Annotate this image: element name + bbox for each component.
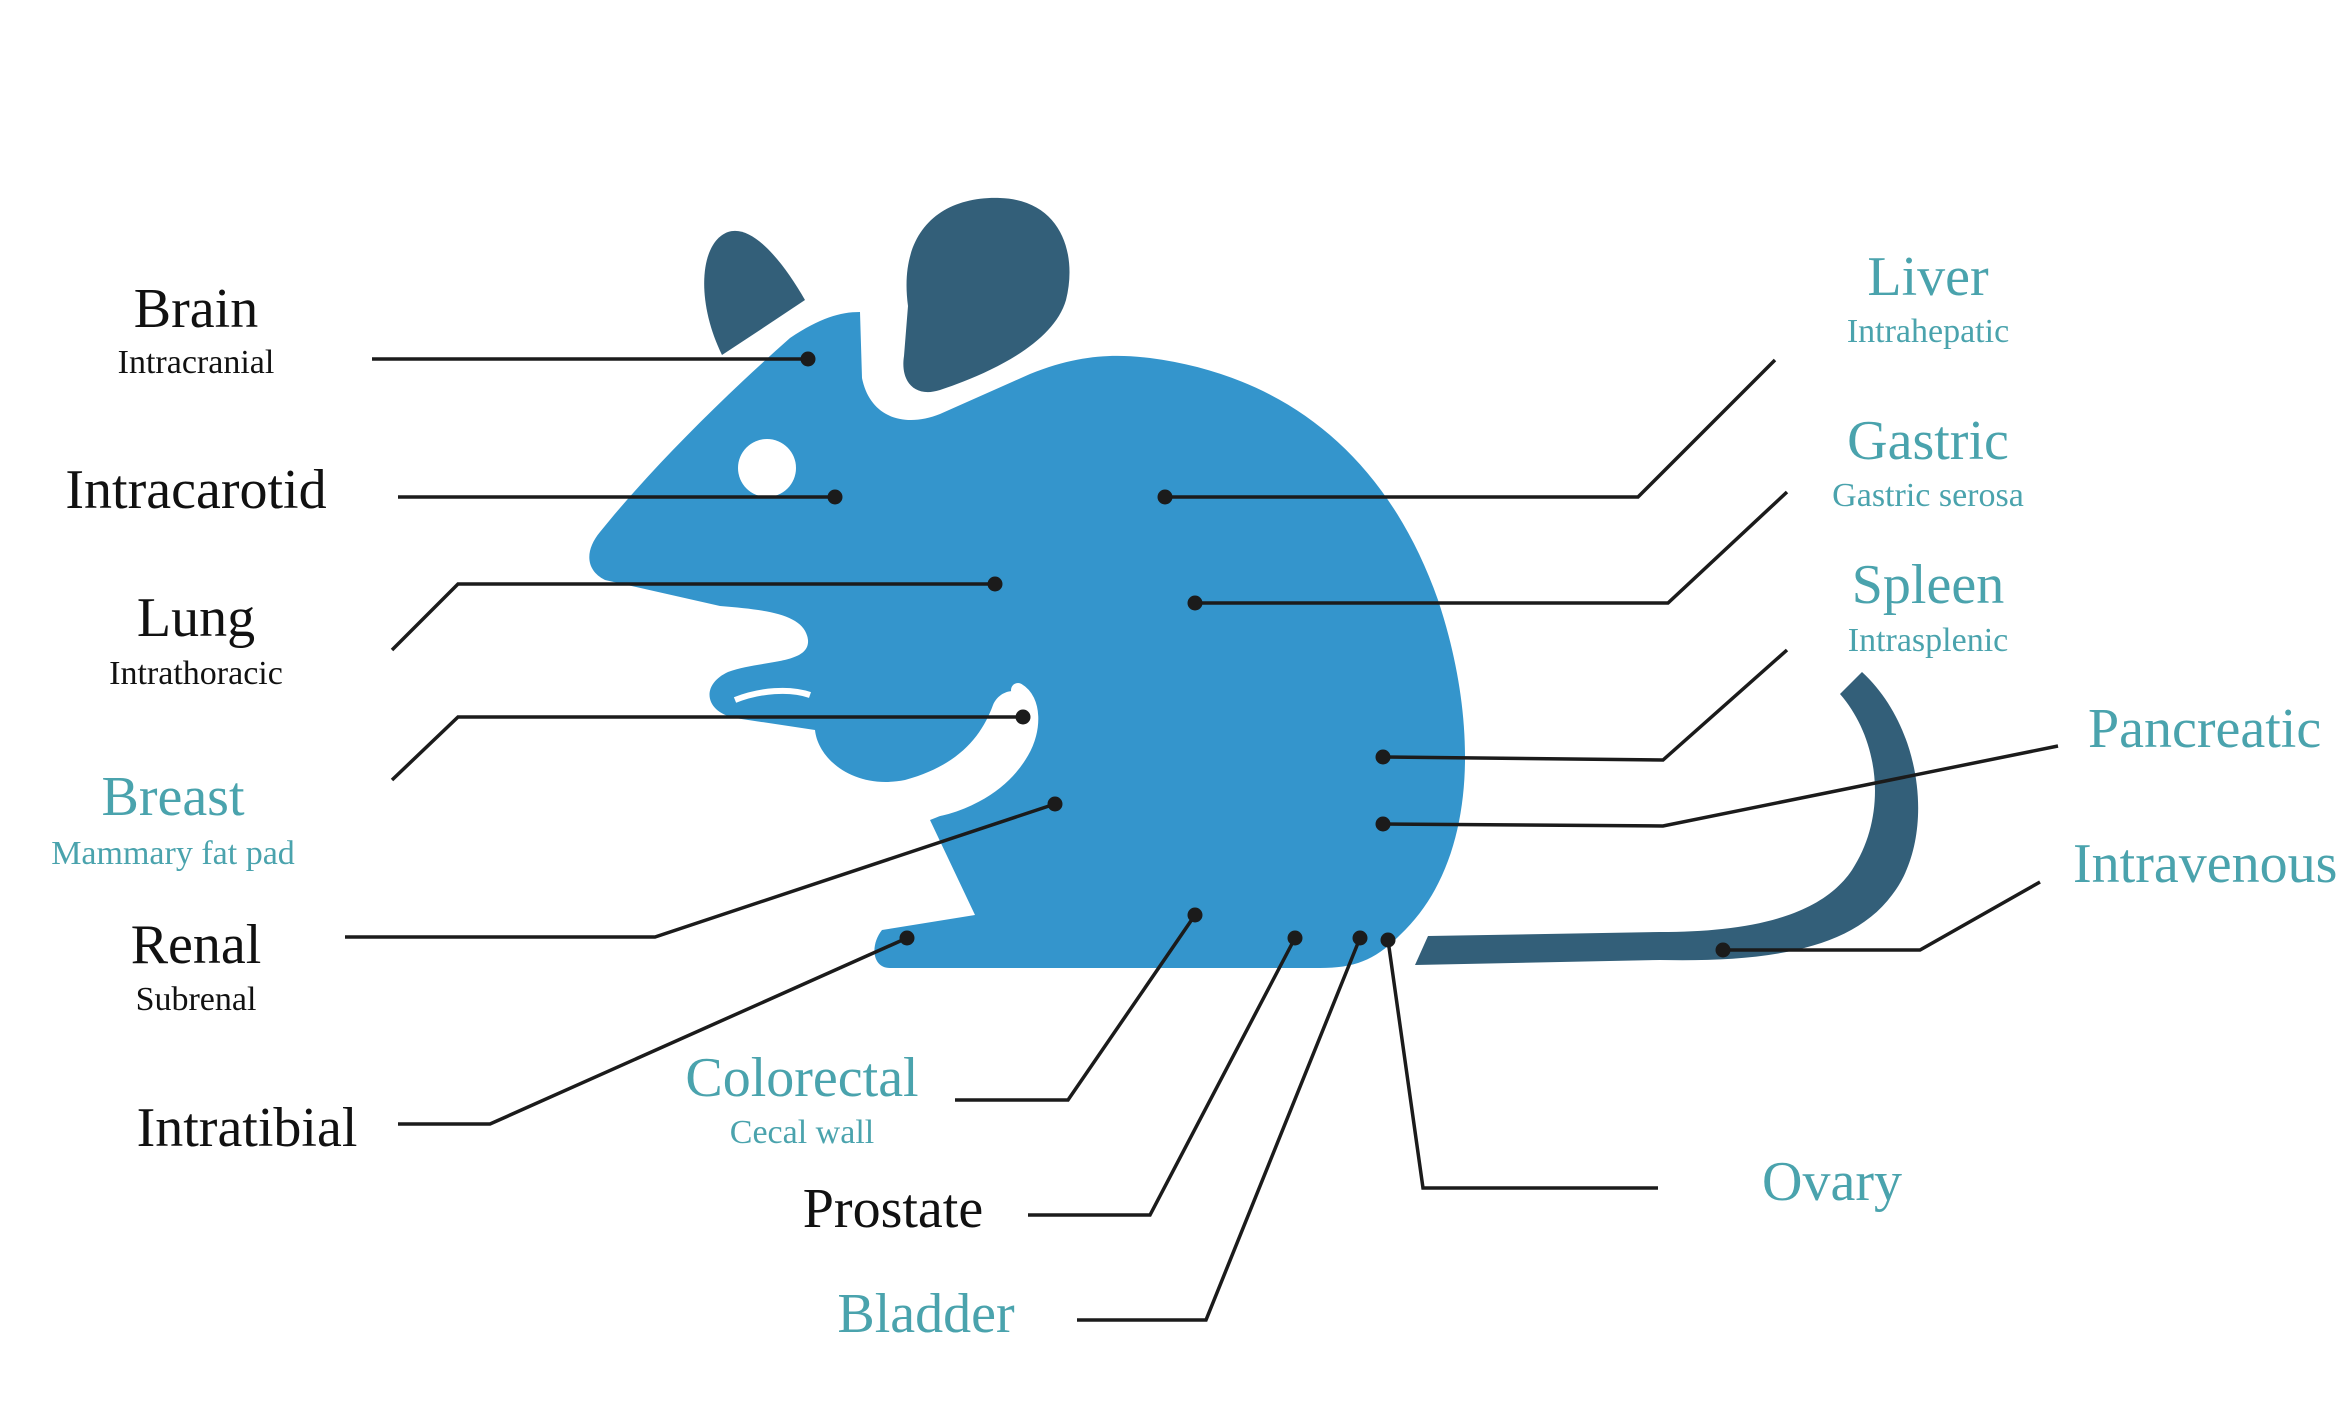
mouse-paw-outline bbox=[911, 683, 1039, 819]
leader-lines bbox=[345, 357, 2059, 1322]
leader-colorectal bbox=[955, 914, 1197, 1102]
mouse-ear-large bbox=[903, 197, 1070, 393]
leader-pancreatic bbox=[1382, 744, 2059, 828]
labels-left: Brain Intracranial Intracarotid Lung Int… bbox=[51, 278, 357, 1159]
label-bladder-title: Bladder bbox=[837, 1283, 1015, 1345]
leader-prostate bbox=[1028, 937, 1297, 1217]
label-lung-sub: Intrathoracic bbox=[109, 655, 283, 692]
leader-ovary bbox=[1386, 939, 1658, 1190]
label-liver-title: Liver bbox=[1867, 246, 1989, 308]
site-dot-intravenous bbox=[1715, 942, 1731, 958]
mouse-illustration bbox=[589, 177, 1919, 968]
label-brain-sub: Intracranial bbox=[118, 344, 275, 381]
label-brain-title: Brain bbox=[134, 278, 258, 340]
site-dot-breast bbox=[1015, 709, 1031, 725]
site-dot-ovary bbox=[1380, 932, 1396, 948]
label-intratibial-title: Intratibial bbox=[137, 1097, 358, 1159]
label-renal-sub: Subrenal bbox=[136, 981, 257, 1018]
site-dot-spleen bbox=[1375, 749, 1391, 765]
label-liver-sub: Intrahepatic bbox=[1847, 313, 2009, 350]
site-dot-lung bbox=[987, 576, 1003, 592]
label-spleen-title: Spleen bbox=[1852, 554, 2004, 616]
label-colorectal-sub: Cecal wall bbox=[730, 1114, 874, 1151]
injection-site-dots bbox=[800, 351, 1731, 958]
label-intravenous-title: Intravenous bbox=[2073, 833, 2337, 895]
label-prostate-title: Prostate bbox=[803, 1178, 983, 1240]
site-dot-bladder bbox=[1352, 930, 1368, 946]
label-gastric-title: Gastric bbox=[1847, 410, 2009, 472]
label-breast-title: Breast bbox=[101, 766, 245, 828]
mouse-tail bbox=[1415, 672, 1919, 965]
label-gastric-sub: Gastric serosa bbox=[1832, 477, 2024, 514]
site-dot-intracarotid bbox=[827, 489, 843, 505]
site-dot-gastric bbox=[1187, 595, 1203, 611]
site-dot-intratibial bbox=[899, 930, 915, 946]
label-lung-title: Lung bbox=[137, 587, 255, 649]
site-dot-liver bbox=[1157, 489, 1173, 505]
site-dot-renal bbox=[1047, 796, 1063, 812]
label-pancreatic-title: Pancreatic bbox=[2088, 698, 2321, 760]
mouse-mouth-gap bbox=[733, 687, 811, 703]
leader-lung bbox=[390, 582, 995, 652]
mouse-eye bbox=[738, 439, 796, 497]
leader-bladder bbox=[1077, 937, 1362, 1322]
leader-liver bbox=[1165, 358, 1777, 499]
site-dot-prostate bbox=[1287, 930, 1303, 946]
mouse-ear-small bbox=[704, 230, 805, 355]
labels-right: Liver Intrahepatic Gastric Gastric seros… bbox=[1832, 246, 2337, 895]
site-dot-brain bbox=[800, 351, 816, 367]
label-breast-sub: Mammary fat pad bbox=[51, 835, 295, 872]
leader-intravenous bbox=[1723, 880, 2041, 952]
label-renal-title: Renal bbox=[131, 914, 262, 976]
label-ovary-title: Ovary bbox=[1762, 1151, 1902, 1213]
leader-renal bbox=[345, 802, 1056, 939]
leader-gastric bbox=[1195, 490, 1789, 605]
leader-intratibial bbox=[398, 936, 908, 1126]
labels-bottom: Colorectal Cecal wall Prostate Bladder O… bbox=[685, 1047, 1902, 1345]
leader-spleen bbox=[1382, 648, 1789, 762]
label-colorectal-title: Colorectal bbox=[685, 1047, 918, 1109]
site-dot-pancreatic bbox=[1375, 816, 1391, 832]
mouse-body bbox=[589, 312, 1466, 968]
site-dot-colorectal bbox=[1187, 907, 1203, 923]
leader-breast bbox=[390, 715, 1023, 782]
label-intracarotid-title: Intracarotid bbox=[65, 459, 326, 521]
label-spleen-sub: Intrasplenic bbox=[1848, 622, 2009, 659]
